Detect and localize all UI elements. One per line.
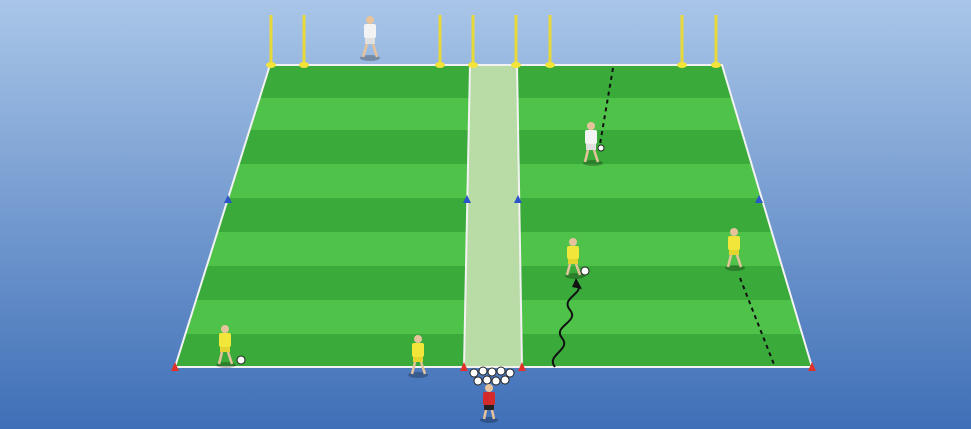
ball-icon: [581, 267, 589, 275]
ball-icon: [497, 367, 505, 375]
ball-icon: [506, 369, 514, 377]
ball-pile: [470, 367, 514, 385]
ball-icon: [470, 369, 478, 377]
ball-icon: [488, 368, 496, 376]
ball-icon: [479, 367, 487, 375]
neutral-channel: [464, 65, 522, 367]
ball-icon: [492, 377, 500, 385]
ball-icon: [483, 376, 491, 384]
ball-icon: [237, 356, 245, 364]
ball-icon: [474, 377, 482, 385]
ball-icon: [598, 145, 604, 151]
ball-icon: [501, 376, 509, 384]
